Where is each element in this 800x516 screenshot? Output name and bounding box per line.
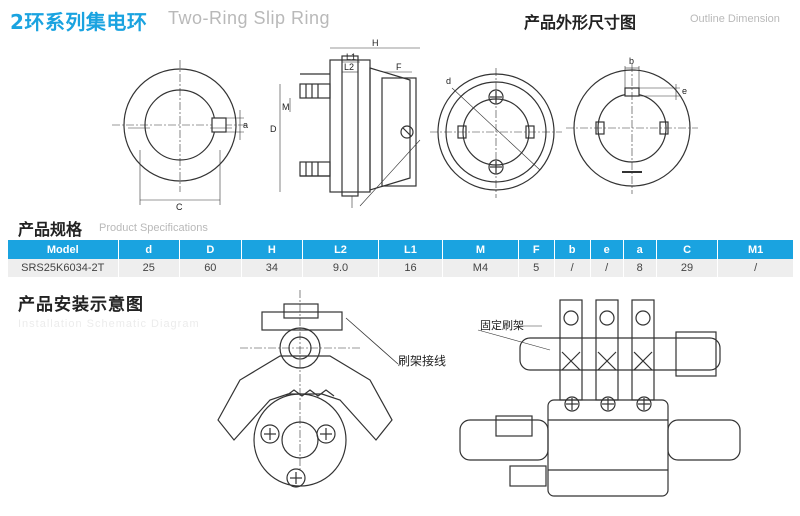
col-m: M (442, 240, 519, 259)
page-title: 2环系列集电环 (10, 10, 148, 34)
spec-title-en: Product Specifications (99, 222, 208, 234)
dim-label-d-outer: D (270, 124, 277, 134)
dim-label-b: b (629, 56, 634, 66)
spec-title: 产品规格 (18, 220, 83, 239)
cell-d-outer: 60 (179, 259, 242, 277)
dimension-title-en: Outline Dimension (690, 13, 780, 25)
dimension-title: 产品外形尺寸图 (524, 13, 637, 32)
cell-m: M4 (442, 259, 519, 277)
side-view (279, 47, 421, 208)
dim-label-c: C (176, 202, 183, 212)
cell-a: 8 (623, 259, 657, 277)
cell-l2: 9.0 (302, 259, 379, 277)
cell-f: 5 (518, 259, 555, 277)
cell-d-inner: 25 (118, 259, 181, 277)
col-l2: L2 (302, 240, 379, 259)
col-m1: M1 (717, 240, 794, 259)
callout-brush-wiring: 刷架接线 (398, 354, 447, 368)
col-model: Model (8, 240, 119, 259)
dim-label-m: M (282, 102, 290, 112)
dim-label-f: F (396, 62, 402, 72)
rear-view-right (566, 64, 698, 194)
col-d-outer: D (179, 240, 242, 259)
table-row: SRS25K6034-2T 25 60 34 9.0 16 M4 5 / / 8… (8, 259, 794, 277)
installation-diagram-right (459, 299, 741, 497)
installation-title: 产品安装示意图 (18, 295, 144, 315)
col-d-inner: d (118, 240, 181, 259)
dim-label-d-inner: d (446, 76, 451, 86)
installation-diagram-left (217, 290, 399, 488)
rear-view-center (430, 68, 562, 198)
cell-e: / (590, 259, 624, 277)
dim-label-e: e (682, 86, 687, 96)
installation-title-en: Installation Schematic Diagram (18, 318, 200, 330)
spec-table: Model d D H L2 L1 M F b e a C M1 SRS25K6… (8, 240, 794, 277)
col-e: e (590, 240, 624, 259)
spec-table-header: Model d D H L2 L1 M F b e a C M1 (8, 240, 794, 259)
col-l1: L1 (378, 240, 444, 259)
col-b: b (554, 240, 591, 259)
cell-h: 34 (241, 259, 304, 277)
cell-b: / (554, 259, 591, 277)
dim-label-h: H (372, 38, 379, 48)
callout-fixed-brush-holder: 固定刷架 (480, 319, 524, 332)
dim-label-l1: L1 (346, 52, 356, 62)
cell-l1: 16 (378, 259, 444, 277)
col-a: a (623, 240, 657, 259)
col-f: F (518, 240, 555, 259)
dim-label-a: a (243, 120, 248, 130)
page-title-en: Two-Ring Slip Ring (168, 8, 331, 28)
dim-label-l2: L2 (344, 62, 354, 72)
col-c: C (656, 240, 719, 259)
front-view-left (112, 60, 248, 205)
col-h: H (241, 240, 304, 259)
cell-model: SRS25K6034-2T (8, 259, 119, 277)
cell-m1: / (717, 259, 794, 277)
cell-c: 29 (656, 259, 719, 277)
